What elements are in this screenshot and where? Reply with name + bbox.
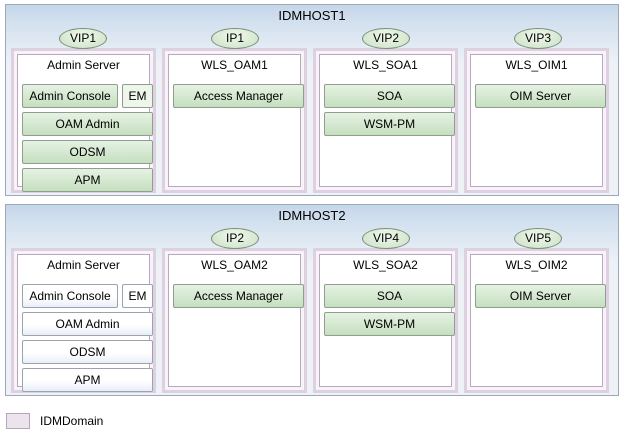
wsm-pm-component: WSM-PM (324, 112, 455, 136)
vip-badge: IP1 (211, 28, 259, 49)
server-title: WLS_OIM1 (505, 58, 568, 72)
host-idmhost2: IDMHOST2 Admin Server Admin Console EM O… (5, 204, 619, 396)
em-component: EM (122, 84, 153, 108)
vip-badge: VIP4 (362, 228, 410, 249)
server-title: Admin Server (47, 58, 120, 72)
vip-badge: VIP3 (514, 28, 562, 49)
odsm-component: ODSM (22, 140, 153, 164)
access-manager-component: Access Manager (173, 84, 304, 108)
server-body: Admin Server Admin Console EM OAM Admin … (17, 54, 153, 192)
soa-component: SOA (324, 84, 455, 108)
server-title: WLS_OIM2 (505, 258, 568, 272)
oam-admin-component: OAM Admin (22, 312, 153, 336)
server-wls-oim1: WLS_OIM1 OIM Server (464, 48, 609, 193)
server-wls-soa2: WLS_SOA2 SOA WSM-PM (313, 248, 458, 393)
server-wls-oam2: WLS_OAM2 Access Manager (162, 248, 307, 393)
server-admin-server: Admin Server Admin Console EM OAM Admin … (11, 248, 156, 393)
server-title: WLS_OAM1 (201, 58, 268, 72)
access-manager-component: Access Manager (173, 284, 304, 308)
server-title: WLS_SOA2 (353, 258, 418, 272)
server-body: WLS_OIM2 OIM Server (470, 254, 606, 387)
oim-server-component: OIM Server (475, 284, 606, 308)
server-body: Admin Server Admin Console EM OAM Admin … (17, 254, 153, 392)
admin-console-component: Admin Console (22, 84, 118, 108)
server-body: WLS_OAM2 Access Manager (168, 254, 304, 387)
odsm-component: ODSM (22, 340, 153, 364)
admin-console-component: Admin Console (22, 284, 118, 308)
host-idmhost1: IDMHOST1 Admin Server Admin Console EM O… (5, 4, 619, 196)
host-title: IDMHOST2 (278, 208, 346, 223)
server-body: WLS_SOA1 SOA WSM-PM (319, 54, 455, 187)
em-component: EM (122, 284, 153, 308)
server-wls-oim2: WLS_OIM2 OIM Server (464, 248, 609, 393)
vip-badge: VIP5 (514, 228, 562, 249)
host-title: IDMHOST1 (278, 8, 346, 23)
soa-component: SOA (324, 284, 455, 308)
server-body: WLS_OAM1 Access Manager (168, 54, 304, 187)
server-admin-server: Admin Server Admin Console EM OAM Admin … (11, 48, 156, 193)
apm-component: APM (22, 368, 153, 392)
oim-server-component: OIM Server (475, 84, 606, 108)
legend-swatch (6, 413, 30, 429)
vip-badge: IP2 (211, 228, 259, 249)
legend-label: IDMDomain (40, 414, 104, 428)
oam-admin-component: OAM Admin (22, 112, 153, 136)
server-wls-oam1: WLS_OAM1 Access Manager (162, 48, 307, 193)
vip-badge: VIP2 (362, 28, 410, 49)
vip-badge: VIP1 (59, 28, 107, 49)
server-body: WLS_OIM1 OIM Server (470, 54, 606, 187)
server-body: WLS_SOA2 SOA WSM-PM (319, 254, 455, 387)
server-title: WLS_SOA1 (353, 58, 418, 72)
wsm-pm-component: WSM-PM (324, 312, 455, 336)
apm-component: APM (22, 168, 153, 192)
server-title: Admin Server (47, 258, 120, 272)
server-title: WLS_OAM2 (201, 258, 268, 272)
server-wls-soa1: WLS_SOA1 SOA WSM-PM (313, 48, 458, 193)
